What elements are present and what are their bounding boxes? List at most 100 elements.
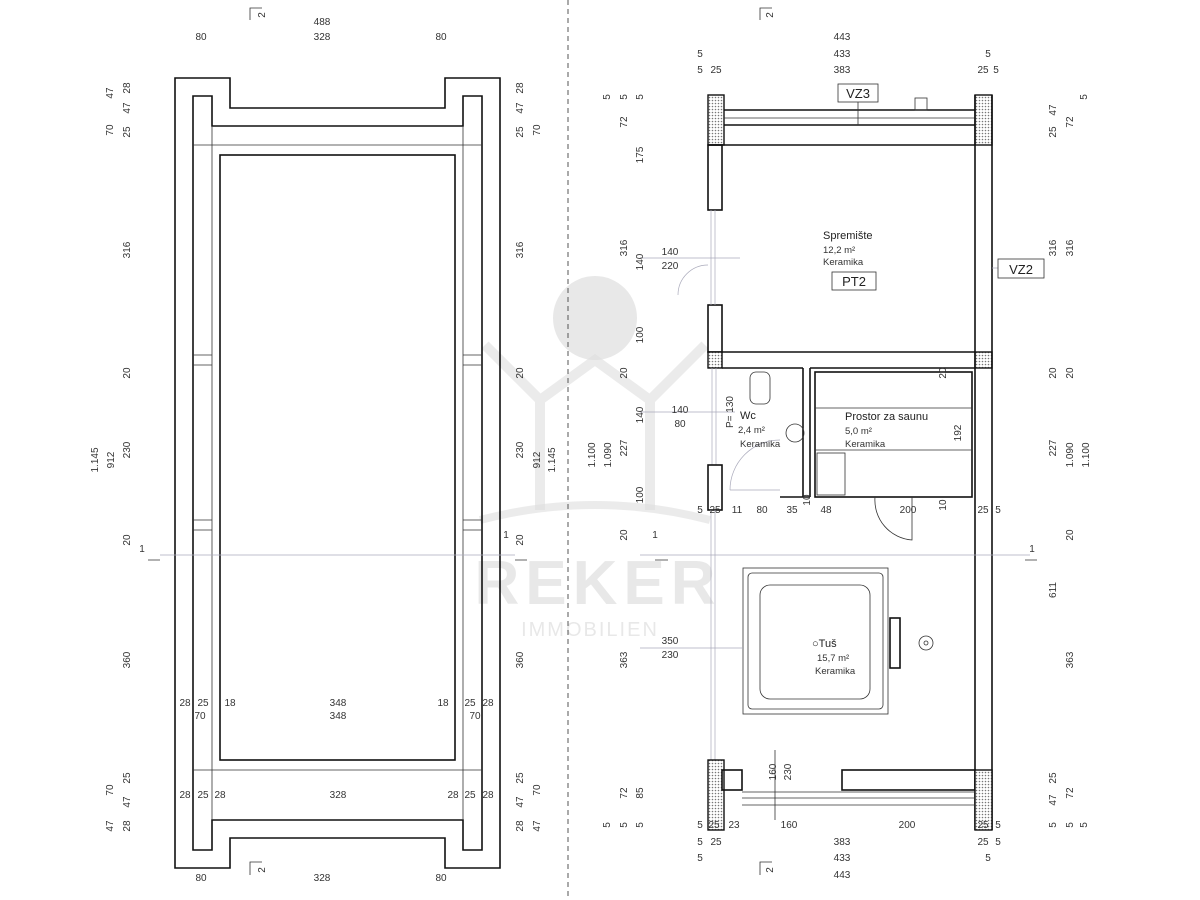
room-sauna: Prostor za saunu 5,0 m² Keramika — [845, 411, 928, 450]
tag-vz3: VZ3 — [837, 83, 879, 125]
dimension-label: 5 — [1048, 822, 1059, 828]
dimension-label: 25 — [122, 772, 133, 784]
room-area: 2,4 m² — [738, 425, 765, 436]
dimension-label: 20 — [122, 367, 133, 379]
dimension-label: 28 — [122, 82, 133, 94]
dimension-label: 140 — [672, 405, 689, 416]
dimension-label: 5 — [697, 505, 703, 516]
dimension-label: 70 — [105, 124, 116, 136]
room-floor: Keramika — [815, 666, 856, 677]
dimension-label: 20 — [938, 367, 949, 379]
dimension-label: 25 — [515, 772, 526, 784]
dimension-label: 70 — [532, 124, 543, 136]
dimension-label: 443 — [834, 870, 851, 881]
dimension-label: 160 — [768, 763, 779, 780]
dimension-label: 25 — [710, 837, 722, 848]
dimension-label: 363 — [1065, 651, 1076, 668]
dimension-label: 160 — [781, 820, 798, 831]
dimension-label: 1 — [1029, 544, 1035, 555]
dimension-label: 72 — [619, 787, 630, 799]
dimension-label: 25 — [977, 505, 989, 516]
room-storage: Spremište 12,2 m² Keramika PT2 — [823, 230, 877, 291]
dimension-label: 20 — [619, 367, 630, 379]
room-name: ○Tuš — [812, 638, 837, 650]
room-floor: Keramika — [823, 257, 864, 268]
dimension-label: 328 — [330, 790, 347, 801]
dimension-label: 25 — [708, 820, 720, 831]
dimension-label: 47 — [122, 102, 133, 114]
dimension-label: 192 — [953, 424, 964, 441]
watermark-brand: REKER — [474, 549, 721, 618]
dimension-label: 5 — [697, 65, 703, 76]
dimension-label: 912 — [532, 451, 543, 468]
dimension-label: 5 — [1065, 822, 1076, 828]
dimension-label: 230 — [515, 441, 526, 458]
dimension-label: 80 — [756, 505, 768, 516]
dimension-label: 20 — [515, 367, 526, 379]
dimension-label: 2 — [257, 12, 268, 18]
dimension-label: 912 — [106, 451, 117, 468]
dimension-label: 28 — [122, 820, 133, 832]
dimension-label: 47 — [105, 87, 116, 99]
dimension-label: 316 — [619, 239, 630, 256]
dimension-label: 5 — [697, 853, 703, 864]
dimension-label: 5 — [993, 65, 999, 76]
dimension-label: 5 — [1079, 94, 1090, 100]
dimension-label: 72 — [1065, 787, 1076, 799]
dimension-label: 20 — [619, 529, 630, 541]
dimension-label: 5 — [995, 820, 1001, 831]
dimension-label: 140 — [635, 253, 646, 270]
room-name: Spremište — [823, 230, 873, 242]
dimension-label: 28 — [515, 82, 526, 94]
dimension-label: 140 — [662, 247, 679, 258]
dimension-label: 72 — [619, 116, 630, 128]
dimension-label: 80 — [195, 873, 207, 884]
dimension-label: 5 — [602, 822, 613, 828]
dimension-label: 23 — [728, 820, 740, 831]
dimension-label: 70 — [469, 711, 481, 722]
dimension-label: 5 — [619, 822, 630, 828]
dimension-label: 47 — [1048, 104, 1059, 116]
watermark-logo: REKER IMMOBILIEN — [474, 276, 721, 641]
room-tag: PT2 — [842, 274, 866, 289]
dimension-label: 5 — [602, 94, 613, 100]
dimension-label: 25 — [977, 837, 989, 848]
dimension-label: 100 — [635, 326, 646, 343]
room-name: Prostor za saunu — [845, 411, 928, 423]
dimension-label: 5 — [1079, 822, 1090, 828]
dimension-label: 28 — [214, 790, 226, 801]
dimension-label: 18 — [437, 698, 449, 709]
dimension-label: 1.090 — [1065, 442, 1076, 467]
dimension-label: 25 — [1048, 126, 1059, 138]
dimension-label: 80 — [435, 32, 447, 43]
dimension-label: 47 — [105, 820, 116, 832]
dimension-label: 227 — [1048, 439, 1059, 456]
dimension-label: 360 — [122, 651, 133, 668]
dimension-label: 348 — [330, 698, 347, 709]
dimension-label: 10 — [938, 499, 949, 511]
dimension-label: 25 — [1048, 772, 1059, 784]
room-floor: Keramika — [845, 439, 886, 450]
dimension-label: 28 — [482, 698, 494, 709]
dimension-label: 2 — [765, 867, 776, 873]
dimension-label: 316 — [515, 241, 526, 258]
dimension-label: 35 — [786, 505, 798, 516]
dimension-label: 25 — [464, 790, 476, 801]
dimension-label: 20 — [515, 534, 526, 546]
dimension-label: 80 — [435, 873, 447, 884]
dimension-label: 10 — [802, 494, 813, 506]
dimension-label: 25 — [977, 820, 989, 831]
dimension-label: 1 — [652, 530, 658, 541]
dimension-label: 18 — [224, 698, 236, 709]
dimension-label: 5 — [697, 49, 703, 60]
dimension-label: 70 — [105, 784, 116, 796]
dimension-label: 360 — [515, 651, 526, 668]
dimension-label: 328 — [314, 873, 331, 884]
dimension-label: 47 — [122, 796, 133, 808]
dimension-label: 316 — [1065, 239, 1076, 256]
tag-label: VZ2 — [1009, 262, 1033, 277]
dimension-label: 25 — [515, 126, 526, 138]
dimension-label: 316 — [1048, 239, 1059, 256]
